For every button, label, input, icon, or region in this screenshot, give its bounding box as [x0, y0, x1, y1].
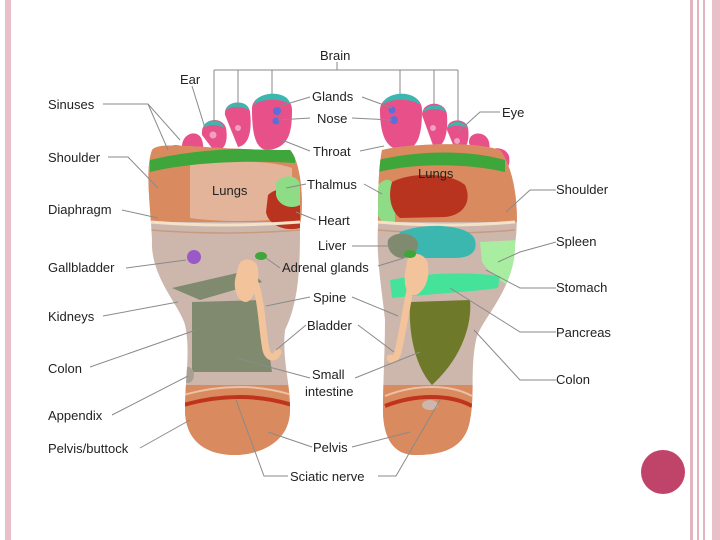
- label-brain: Brain: [320, 48, 350, 63]
- label-appendix: Appendix: [48, 408, 103, 423]
- left-fourth-toe-tip: [183, 135, 201, 143]
- label-liver: Liver: [318, 238, 347, 253]
- label-stomach: Stomach: [556, 280, 607, 295]
- label-sciatic-nerve: Sciatic nerve: [290, 469, 364, 484]
- label-diaphragm: Diaphragm: [48, 202, 112, 217]
- label-shoulder-left: Shoulder: [48, 150, 101, 165]
- label-colon-right: Colon: [556, 372, 590, 387]
- left-second-toe: [224, 102, 251, 147]
- right-big-toe-tip: [382, 93, 420, 105]
- left-frame-bar: [5, 0, 11, 540]
- right-diaphragm-line: [377, 220, 516, 227]
- left-foot: Lungs: [148, 93, 302, 456]
- right-frame-line: [703, 0, 705, 540]
- right-small-intestine-zone: [409, 300, 471, 385]
- left-diaphragm-line: [149, 220, 301, 227]
- label-pelvis-buttock: Pelvis/buttock: [48, 441, 129, 456]
- right-frame-line: [690, 0, 693, 540]
- left-adrenal-point: [255, 252, 267, 260]
- left-thalmus-zone: [276, 176, 300, 207]
- right-heel-band: [384, 395, 473, 408]
- left-appendix-point: [182, 367, 194, 383]
- label-thalmus: Thalmus: [307, 177, 357, 192]
- right-eye-point: [454, 138, 460, 144]
- left-ear-point: [235, 125, 241, 131]
- left-big-toe: [251, 94, 292, 150]
- right-foot-zones: [377, 144, 517, 455]
- left-gland-point: [273, 107, 281, 115]
- labels: Brain Ear Sinuses Shoulder Diaphragm Gal…: [48, 48, 611, 484]
- right-frame-bar: [712, 0, 720, 540]
- label-small-intestine-1: Small: [312, 367, 345, 382]
- right-neck-band: [378, 152, 505, 172]
- right-adrenal-point: [404, 250, 416, 258]
- label-nose: Nose: [317, 111, 347, 126]
- leader-lines: [89, 62, 557, 477]
- label-throat: Throat: [313, 144, 351, 159]
- left-gland-point: [272, 117, 280, 125]
- right-kidney-spine: [404, 253, 429, 296]
- left-foot-zones: [148, 145, 302, 456]
- label-eye: Eye: [502, 105, 524, 120]
- label-spleen: Spleen: [556, 234, 596, 249]
- label-sinuses: Sinuses: [48, 97, 95, 112]
- right-gland-point: [388, 106, 396, 114]
- left-kidney-spine: [234, 259, 259, 303]
- right-gland-point: [390, 116, 398, 124]
- label-bladder: Bladder: [307, 318, 352, 333]
- left-colon-block: [192, 300, 272, 372]
- label-gallbladder: Gallbladder: [48, 260, 115, 275]
- right-spine-band: [386, 286, 414, 364]
- left-neck-band: [150, 148, 295, 172]
- label-small-intestine-2: intestine: [305, 384, 353, 399]
- label-adrenal-glands: Adrenal glands: [282, 260, 369, 275]
- right-big-toe: [380, 94, 422, 150]
- label-pelvis: Pelvis: [313, 440, 348, 455]
- label-colon-left: Colon: [48, 361, 82, 376]
- left-lungs-label: Lungs: [212, 183, 248, 198]
- left-big-toe-tip: [254, 93, 290, 105]
- left-heel-band: [179, 395, 296, 408]
- right-liver-zone: [398, 225, 476, 258]
- right-second-toe-tip: [423, 105, 446, 112]
- right-heart-lung-zone: [390, 174, 468, 218]
- label-ear: Ear: [180, 72, 201, 87]
- label-pancreas: Pancreas: [556, 325, 611, 340]
- label-glands: Glands: [312, 89, 354, 104]
- left-gallbladder-point: [187, 250, 201, 264]
- left-third-toe-tip: [203, 120, 224, 128]
- left-spine-band: [250, 276, 282, 361]
- right-third-toe-tip: [447, 122, 467, 128]
- label-heart: Heart: [318, 213, 350, 228]
- slide-accent-dot: [641, 450, 685, 494]
- right-foot: Lungs: [377, 93, 517, 455]
- right-eye-point: [430, 125, 436, 131]
- left-ear-point: [209, 131, 217, 139]
- right-frame-line: [697, 0, 699, 540]
- label-spine: Spine: [313, 290, 346, 305]
- label-kidneys: Kidneys: [48, 309, 95, 324]
- label-shoulder-right: Shoulder: [556, 182, 609, 197]
- right-lungs-label: Lungs: [418, 166, 454, 181]
